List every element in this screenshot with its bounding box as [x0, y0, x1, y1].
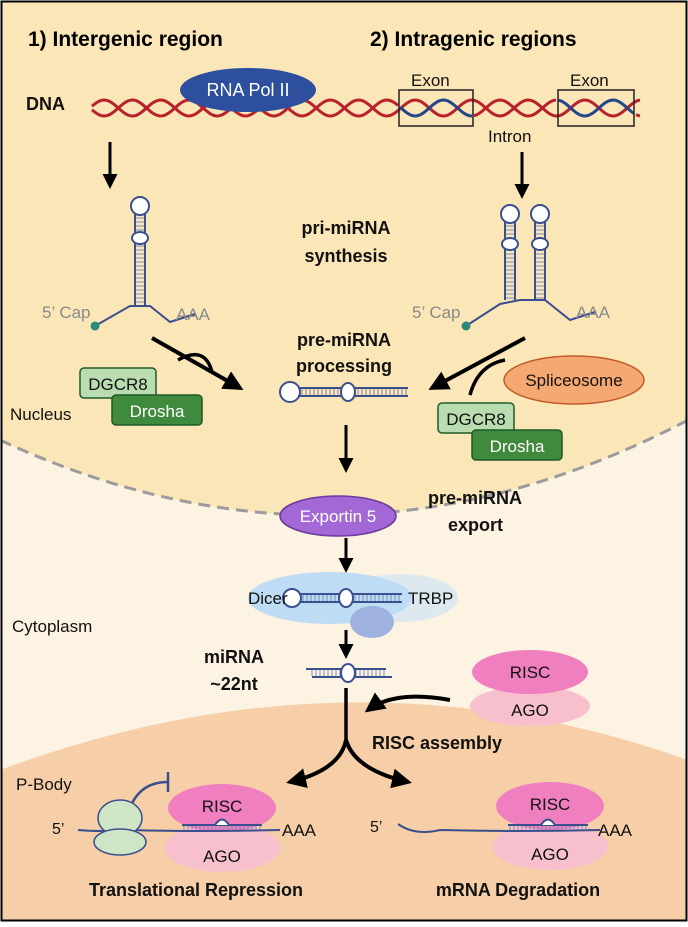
exon-left-box	[398, 89, 474, 127]
cap-right-label: 5’ Cap	[412, 303, 461, 322]
mrna-left	[77, 828, 281, 832]
pre-mirna-export-1: pre-miRNA	[428, 488, 522, 508]
risc-left	[168, 784, 276, 832]
cytoplasm-label: Cytoplasm	[12, 617, 92, 636]
drosha-right-label: Drosha	[490, 437, 545, 456]
pri-mirna-label-2: synthesis	[304, 246, 387, 266]
left-polya-label: AAA	[282, 821, 317, 840]
arrow-to-degradation	[344, 739, 412, 789]
drosha-right-box	[471, 429, 563, 461]
mrna-degradation-label: mRNA Degradation	[436, 880, 600, 900]
exon-left-label: Exon	[411, 71, 450, 90]
nuclear-envelope	[2, 419, 686, 517]
risc-free-label: RISC	[510, 663, 551, 682]
polya-right-label: AAA	[576, 303, 611, 322]
intron-label: Intron	[488, 127, 531, 146]
pre-mirna-processing-1: pre-miRNA	[297, 330, 391, 350]
ago-left-label: AGO	[203, 847, 241, 866]
right-5p-label: 5’	[370, 819, 382, 836]
dgcr8-left-label: DGCR8	[88, 375, 148, 394]
mirna-label-1: miRNA	[204, 647, 264, 667]
exportin-5-label: Exportin 5	[300, 507, 377, 526]
mirna-bound-right	[508, 818, 588, 830]
mirna-label-2: ~22nt	[210, 674, 258, 694]
header-intragenic: 2) Intragenic regions	[370, 28, 577, 51]
risc-right	[496, 782, 604, 830]
mirna-bound-left	[182, 818, 262, 830]
pri-mirna-label-1: pri-miRNA	[302, 218, 391, 238]
rna-pol-ii-label: RNA Pol II	[206, 80, 289, 100]
arrow-to-repression	[286, 739, 348, 788]
drosha-left-label: Drosha	[130, 402, 185, 421]
pbody-region	[2, 702, 686, 920]
arrow-risc-join	[364, 692, 451, 713]
ago-free	[470, 686, 590, 726]
pbody-label: P-Body	[16, 775, 72, 794]
nucleus-label: Nucleus	[10, 405, 71, 424]
spliceosome-label: Spliceosome	[525, 371, 622, 390]
pre-mirna-hairpin	[279, 381, 408, 403]
rna-pol-ii	[180, 68, 316, 112]
dicer-label: Dicer	[248, 589, 288, 608]
mrna-right	[397, 823, 601, 833]
pri-mirna-left-tail	[94, 305, 196, 327]
exon-right-box	[557, 89, 635, 127]
drosha-right-inhibit-arc	[468, 358, 506, 396]
header-intergenic: 1) Intergenic region	[28, 28, 223, 51]
translational-repression-label: Translational Repression	[89, 880, 303, 900]
trbp-label: TRBP	[408, 589, 453, 608]
pre-mirna-export-2: export	[448, 515, 503, 535]
exportin-5	[279, 495, 397, 537]
pri-mirna-right-tail	[465, 299, 596, 327]
drosha-left-inhibit-arc	[177, 352, 214, 373]
ago-free-label: AGO	[511, 701, 549, 720]
dna-helix	[91, 98, 641, 118]
spliceosome	[503, 355, 645, 405]
cap-left-icon	[90, 321, 100, 331]
risc-assembly-label: RISC assembly	[372, 733, 502, 753]
ago-right	[492, 822, 608, 870]
cap-left-label: 5’ Cap	[42, 303, 91, 322]
arrow-left-processing	[151, 336, 244, 390]
dicer-bound-pre-mirna	[282, 588, 402, 608]
cap-right-icon	[461, 321, 471, 331]
drosha-left-box	[111, 394, 203, 426]
left-5p-label: 5’	[52, 821, 64, 838]
dna-label: DNA	[26, 94, 65, 114]
dicer-lobe	[350, 606, 394, 638]
exon-right-label: Exon	[570, 71, 609, 90]
polya-left-label: AAA	[176, 305, 211, 324]
dgcr8-right-label: DGCR8	[446, 410, 506, 429]
mature-mirna-duplex	[306, 663, 392, 683]
risc-right-label: RISC	[530, 795, 571, 814]
risc-free	[472, 650, 588, 694]
ribosome-small-subunit	[93, 828, 147, 856]
ago-right-label: AGO	[531, 845, 569, 864]
right-polya-label: AAA	[598, 821, 633, 840]
ago-left	[164, 824, 280, 872]
risc-left-label: RISC	[202, 797, 243, 816]
arrow-right-processing	[428, 336, 526, 390]
pre-mirna-processing-2: processing	[296, 356, 392, 376]
pri-mirna-right	[500, 204, 550, 300]
pri-mirna-left	[130, 196, 150, 306]
